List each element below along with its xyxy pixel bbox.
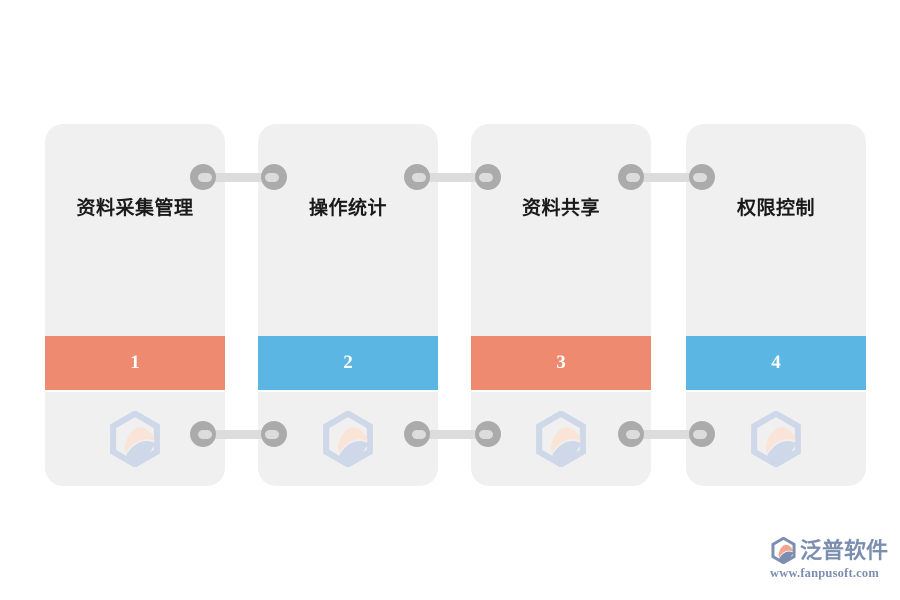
connector-bar (410, 173, 495, 182)
fanpu-hexagon-watermark-icon (751, 411, 801, 467)
connector-bar (196, 173, 281, 182)
connector-step2-step3-top (404, 164, 501, 190)
connector-knob-right (689, 421, 715, 447)
step-title: 资料共享 (521, 198, 600, 219)
connector-knob-left (618, 164, 644, 190)
step-card-top: 权限控制 (686, 124, 866, 337)
step-number: 2 (343, 352, 353, 373)
step-number-bar: 1 (45, 336, 225, 390)
step-title: 资料采集管理 (76, 198, 194, 219)
brand-url: www.fanpusoft.com (770, 566, 879, 580)
connector-knob-left (190, 421, 216, 447)
step-card-bottom (686, 392, 866, 486)
fanpu-logo-icon (771, 536, 796, 564)
step-card-top: 操作统计 (258, 124, 438, 337)
step-number-bar: 3 (471, 336, 651, 390)
connector-step2-step3-bottom (404, 421, 501, 447)
brand-name: 泛普软件 (800, 537, 889, 563)
connector-knob-left (404, 421, 430, 447)
step-number: 4 (771, 352, 781, 373)
step-card-bottom (45, 392, 225, 486)
process-step-4[interactable]: 权限控制 4 (686, 124, 866, 486)
connector-knob-left (404, 164, 430, 190)
fanpu-hexagon-watermark-icon (110, 411, 160, 467)
step-card-top: 资料共享 (471, 124, 651, 337)
process-step-1[interactable]: 资料采集管理 1 (45, 124, 225, 486)
connector-bar (410, 430, 495, 439)
step-number-bar: 2 (258, 336, 438, 390)
step-number: 1 (130, 352, 140, 373)
brand-watermark: 泛普软件 www.fanpusoft.com (770, 535, 892, 585)
connector-bar (196, 430, 281, 439)
connector-knob-right (261, 421, 287, 447)
connector-bar (624, 173, 709, 182)
step-number-bar: 4 (686, 336, 866, 390)
connector-knob-right (475, 164, 501, 190)
connector-knob-right (475, 421, 501, 447)
connector-knob-right (689, 164, 715, 190)
connector-bar (624, 430, 709, 439)
brand-row: 泛普软件 (770, 535, 892, 565)
connector-step3-step4-bottom (618, 421, 715, 447)
fanpu-hexagon-watermark-icon (323, 411, 373, 467)
connector-step3-step4-top (618, 164, 715, 190)
connector-step1-step2-top (190, 164, 287, 190)
step-card-top: 资料采集管理 (45, 124, 225, 337)
connector-knob-left (618, 421, 644, 447)
step-title: 权限控制 (736, 198, 815, 219)
fanpu-hexagon-watermark-icon (536, 411, 586, 467)
step-number: 3 (556, 352, 566, 373)
connector-knob-left (190, 164, 216, 190)
connector-step1-step2-bottom (190, 421, 287, 447)
step-title: 操作统计 (308, 198, 387, 219)
connector-knob-right (261, 164, 287, 190)
